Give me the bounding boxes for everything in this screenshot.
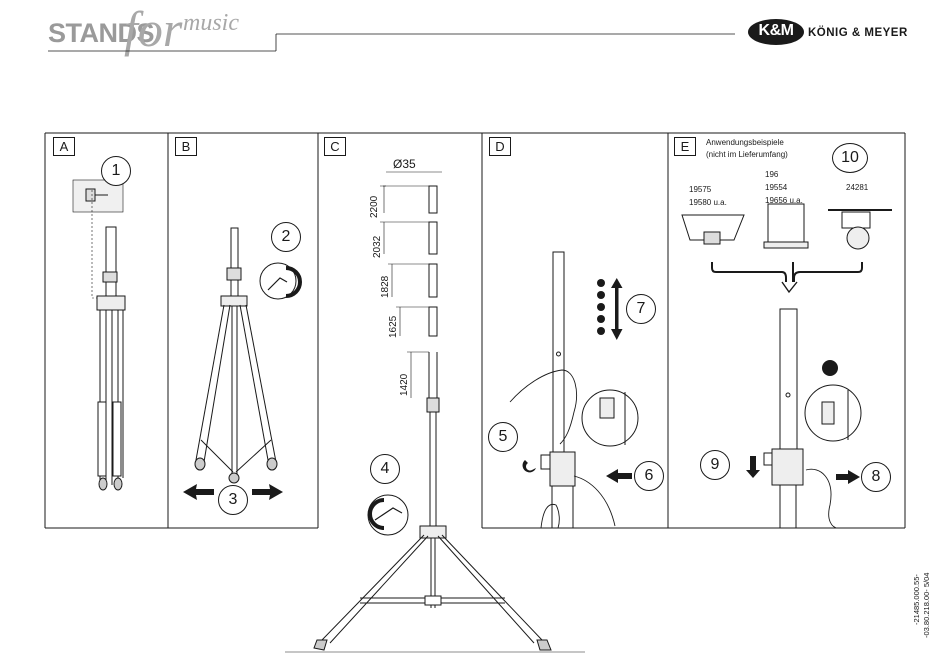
step-8: 8 — [861, 462, 891, 492]
up-down-arrow-icon — [611, 278, 623, 340]
height-2032: 2032 — [372, 236, 383, 258]
accessories-title-1: Anwendungsbeispiele — [706, 138, 784, 148]
diameter-label: Ø35 — [393, 157, 416, 171]
panel-label-a: A — [53, 137, 75, 156]
rotate-down-arrow-icon — [746, 456, 760, 478]
black-dot-icon — [822, 360, 838, 376]
brand-name: KÖNIG & MEYER — [808, 27, 908, 39]
side-code-1: -21485.000.55- — [912, 574, 921, 625]
height-1420: 1420 — [399, 374, 410, 396]
push-right-arrow-icon — [836, 470, 860, 484]
height-1828: 1828 — [380, 276, 391, 298]
accessory-3-code-a: 24281 — [846, 183, 868, 193]
accessory-1-code-a: 19575 — [689, 185, 711, 195]
step-4: 4 — [370, 454, 400, 484]
folded-stand-illustration — [73, 180, 125, 490]
km-logo-text: K&M — [748, 22, 804, 40]
accessory-2-code-b: 19656 u.a. — [765, 196, 803, 206]
accessory-2-code-0: 196 — [765, 170, 778, 180]
side-code-2: -03.80.218.00- 5/04 — [922, 573, 931, 638]
opening-stand-illustration — [195, 228, 300, 483]
height-2200: 2200 — [369, 196, 380, 218]
step-9: 9 — [700, 450, 730, 480]
pin-adjust-illustration — [510, 252, 638, 528]
accessories-title-2: (nicht im Lieferumfang) — [706, 150, 788, 160]
panel-label-b: B — [175, 137, 197, 156]
panel-label-e: E — [674, 137, 696, 156]
step-5: 5 — [488, 422, 518, 452]
panel-label-d: D — [489, 137, 511, 156]
seven-dots-icon — [597, 279, 605, 335]
step-7: 7 — [626, 294, 656, 324]
open-tripod-illustration — [285, 495, 585, 652]
step-6: 6 — [634, 461, 664, 491]
accessory-2-code-a: 19554 — [765, 183, 787, 193]
panel-label-c: C — [324, 137, 346, 156]
push-left-arrow-icon — [606, 469, 632, 483]
step-2: 2 — [271, 222, 301, 252]
rotate-knob-arrow-icon — [523, 460, 536, 472]
accessory-1-code-b: 19580 u.a. — [689, 198, 727, 208]
height-1625: 1625 — [388, 316, 399, 338]
step-3: 3 — [218, 485, 248, 515]
step-10: 10 — [832, 143, 868, 173]
step-1: 1 — [101, 156, 131, 186]
